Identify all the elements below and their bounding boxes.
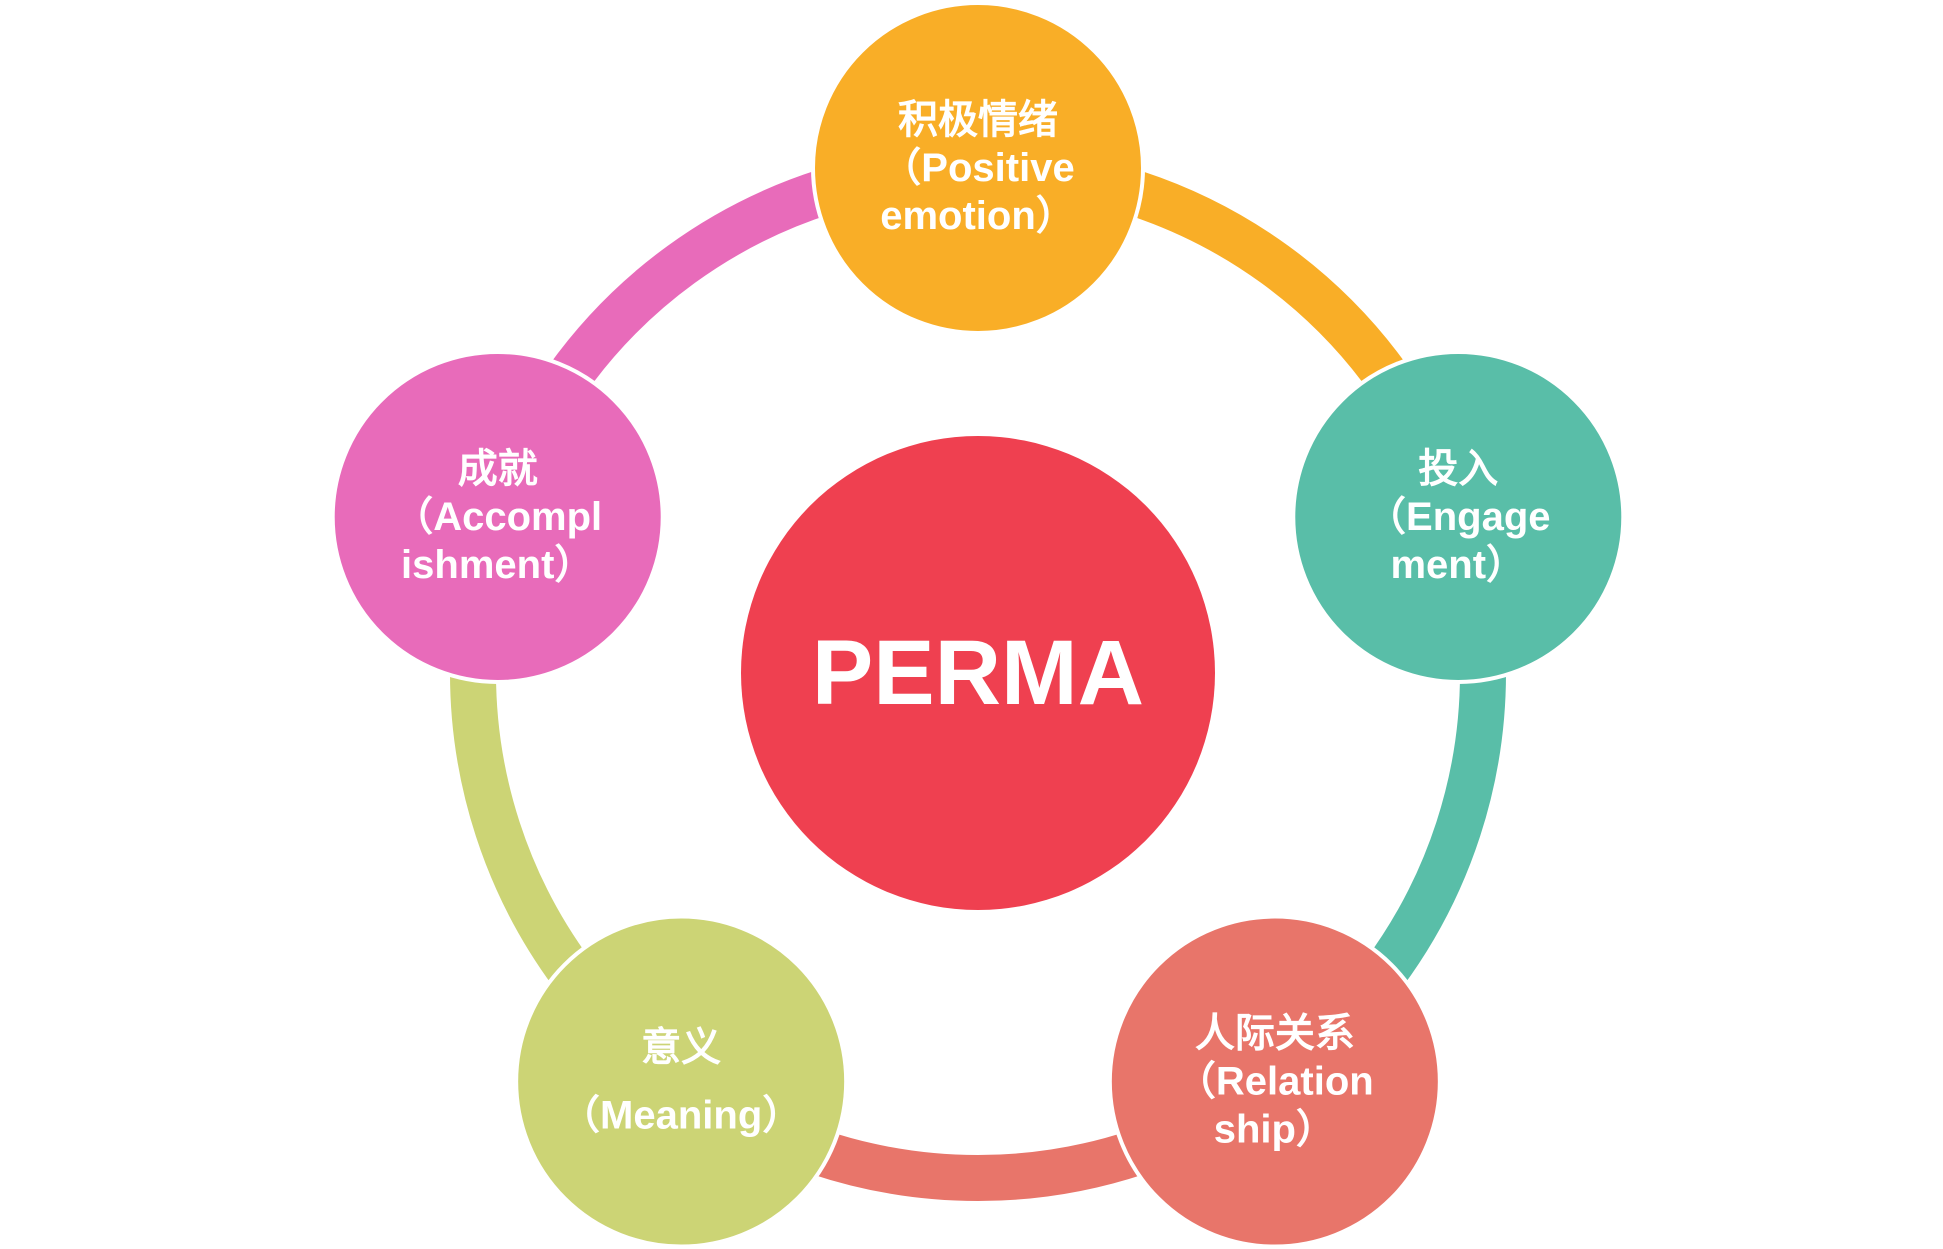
node-label-engagement-line-3: ment） [1390, 543, 1526, 587]
node-label-positive-emotion-line-1: 积极情绪 [898, 98, 1058, 142]
node-label-accomplishment-line-3: ishment） [401, 543, 594, 587]
node-meaning: 意义 （Meaning） [514, 914, 849, 1249]
node-label-engagement-line-1: 投入 [1418, 447, 1498, 491]
node-circle-positive-emotion [811, 1, 1145, 335]
node-label-relationship-line-2: （Relation [1176, 1060, 1374, 1104]
outer-nodes: 积极情绪（Positiveemotion）投入（Engagement）人际关系（… [330, 1, 1626, 1249]
center-label: PERMA [812, 622, 1144, 724]
node-label-accomplishment-line-1: 成就 [458, 447, 538, 491]
center-circle [741, 436, 1215, 910]
node-circle-meaning [514, 914, 849, 1249]
node-label-meaning-line-2: （Meaning） [560, 1094, 802, 1138]
node-label-relationship-line-3: ship） [1214, 1108, 1336, 1152]
node-label-accomplishment-line-2: （Accompl [393, 495, 602, 539]
node-circle-engagement [1291, 349, 1626, 684]
center-node: PERMA [741, 436, 1215, 910]
node-label-relationship-line-1: 人际关系 [1195, 1012, 1355, 1056]
node-label-meaning-line-1: 意义 [641, 1026, 721, 1070]
node-circle-accomplishment [330, 349, 665, 684]
node-label-positive-emotion-line-3: emotion） [880, 194, 1076, 238]
node-label-engagement-line-2: （Engage [1366, 495, 1550, 539]
node-circle-relationship [1107, 914, 1442, 1249]
node-label-positive-emotion-line-2: （Positive [881, 146, 1074, 190]
